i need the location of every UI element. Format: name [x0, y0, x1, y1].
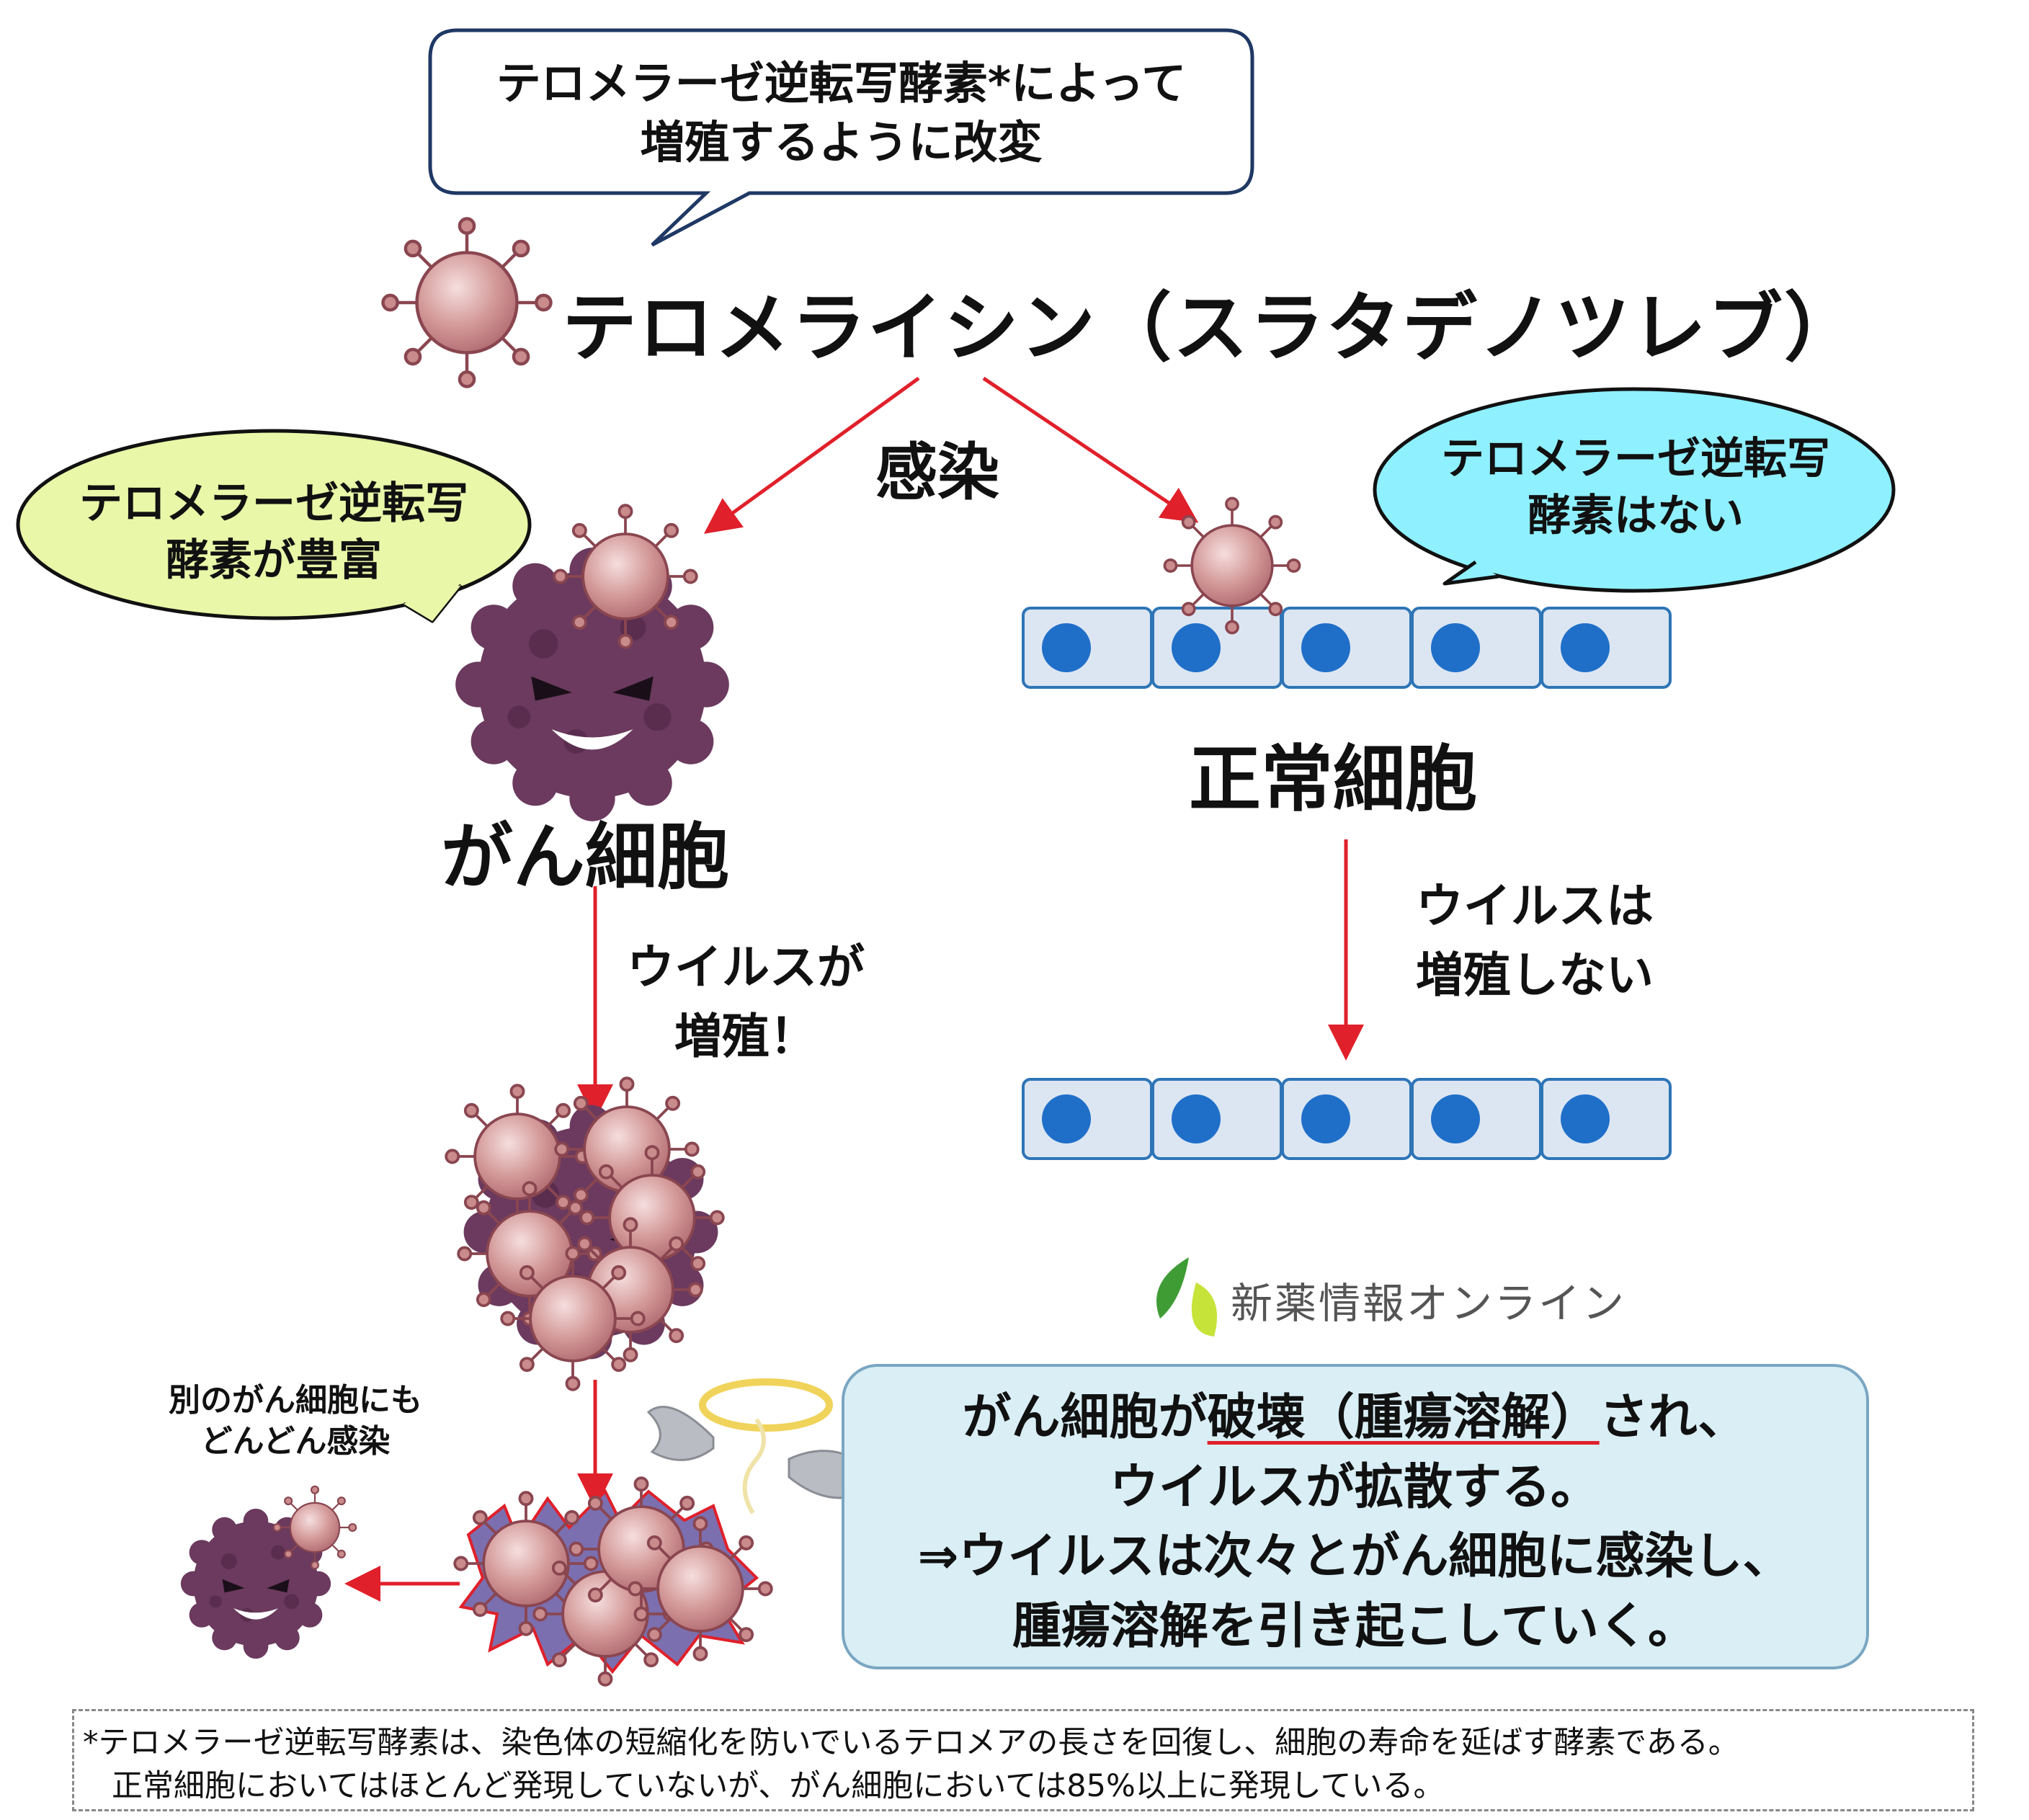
cancer-step-line-2: 増殖！	[674, 1008, 817, 1064]
leaf-logo-icon	[1156, 1257, 1218, 1337]
virus-icon	[1163, 496, 1301, 635]
cancer-step-label: ウイルスが 増殖！	[609, 933, 883, 1071]
result-text: がん細胞が破壊（腫瘍溶解）され、 ウイルスが拡散する。 ⇒ウイルスは次々とがん細…	[850, 1368, 1859, 1670]
result-line-2: ウイルスが拡散する。	[1109, 1458, 1600, 1516]
burst-cluster	[453, 1476, 773, 1687]
result-line-3: ⇒ウイルスは次々とがん細胞に感染し、	[917, 1528, 1792, 1586]
virus-icon	[272, 1485, 357, 1570]
cancer-bubble-line-1: テロメラーゼ逆転写	[79, 478, 468, 529]
cancer-step-line-1: ウイルスが	[627, 940, 865, 995]
normal-step-line-2: 増殖しない	[1416, 947, 1654, 1003]
cancer-cell-label: がん細胞	[441, 815, 729, 899]
virus-name-title: テロメライシン（スラタデノツレブ）	[562, 284, 1861, 372]
logo-text: 新薬情報オンライン	[1231, 1279, 1627, 1328]
cancer-bubble-line-2: 酵素が豊富	[166, 535, 382, 586]
spread-label: 別のがん細胞にも どんどん感染	[122, 1380, 468, 1462]
cancer-bubble-text: テロメラーゼ逆転写 酵素が豊富	[32, 476, 515, 589]
modification-bubble	[428, 28, 1254, 247]
wing-left-icon	[646, 1406, 715, 1461]
normal-cell-label: 正常細胞	[1189, 737, 1477, 821]
arrow-to-cancer	[703, 376, 920, 534]
footnote-line-1: *テロメラーゼ逆転写酵素は、染色体の短縮化を防いでいるテロメアの長さを回復し、細…	[83, 1725, 1739, 1761]
normal-step-line-1: ウイルスは	[1416, 878, 1654, 934]
virus-cluster	[445, 1076, 725, 1391]
cancer-bubble	[16, 429, 532, 620]
spread-line-1: 別のがん細胞にも	[169, 1382, 422, 1419]
infection-label: 感染	[875, 437, 999, 509]
normal-step-label: ウイルスは 増殖しない	[1383, 872, 1686, 1009]
normal-cell-row-bottom	[1022, 1078, 1672, 1160]
arrow-to-normal	[982, 376, 1199, 523]
modification-line-1: テロメラーゼ逆転写酵素*によって	[496, 57, 1187, 110]
modification-bubble-text: テロメラーゼ逆転写酵素*によって 増殖するように改変	[440, 54, 1243, 172]
spread-line-2: どんどん感染	[200, 1423, 391, 1460]
footnote-line-2: 正常細胞においてはほとんど発現していないが、がん細胞においては85%以上に発現し…	[112, 1768, 1445, 1805]
virus-icon	[553, 504, 698, 649]
halo-icon	[699, 1378, 833, 1432]
normal-bubble-text: テロメラーゼ逆転写 酵素はない	[1387, 431, 1884, 545]
result-line-1-post: され、	[1599, 1389, 1747, 1446]
footnote-box: *テロメラーゼ逆転写酵素は、染色体の短縮化を防いでいるテロメアの長さを回復し、細…	[72, 1709, 1974, 1811]
result-line-1-pre: がん細胞が	[962, 1389, 1208, 1446]
normal-cell-row-top	[1022, 607, 1672, 689]
normal-bubble-line-1: テロメラーゼ逆転写	[1441, 434, 1830, 484]
normal-bubble-line-2: 酵素はない	[1528, 491, 1744, 542]
result-box	[842, 1364, 1869, 1669]
result-line-1-underlined: 破壊（腫瘍溶解）	[1207, 1389, 1600, 1446]
normal-bubble	[1373, 387, 1896, 593]
modification-line-2: 増殖するように改変	[640, 115, 1043, 169]
virus-icon	[383, 219, 551, 387]
result-line-1: がん細胞が破壊（腫瘍溶解）され、	[850, 1383, 1859, 1453]
result-line-4: 腫瘍溶解を引き起こしていく。	[1012, 1597, 1697, 1655]
